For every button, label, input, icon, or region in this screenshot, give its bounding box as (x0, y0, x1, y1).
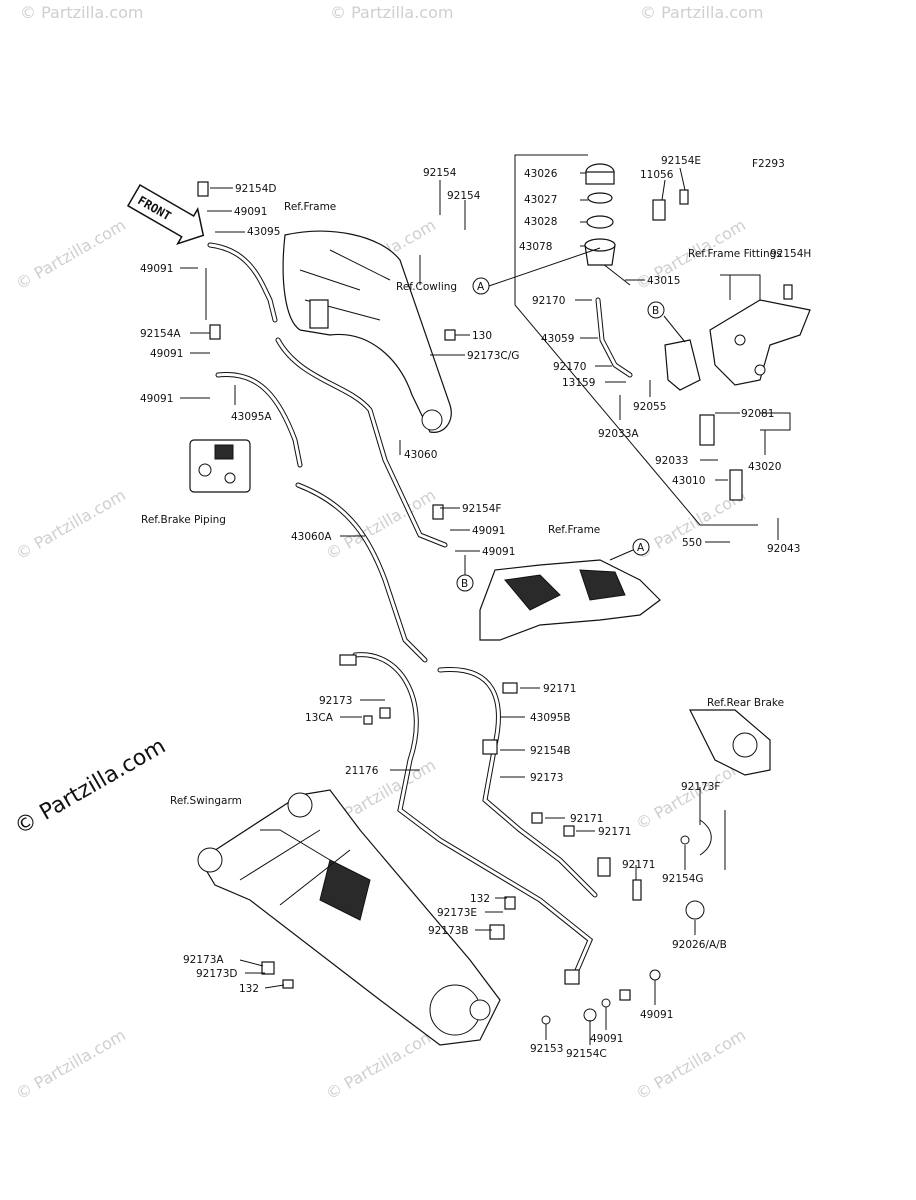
watermark: © Partzilla.com (640, 3, 763, 22)
swingarm (197, 789, 501, 1046)
part-label: 43078 (519, 241, 552, 253)
middle-frame (479, 559, 661, 641)
part-label: 49091 (590, 1033, 623, 1045)
part-label: 92173 (530, 772, 563, 784)
master-cylinder (664, 339, 743, 501)
part-label: 92173C/G (467, 350, 519, 362)
ref-label: Ref.Frame Fittings (688, 248, 782, 260)
part-label: 11056 (640, 169, 674, 181)
callout-label: B (652, 305, 659, 317)
part-label: 92043 (767, 543, 800, 555)
part-label: 43010 (672, 475, 705, 487)
part-label: 132 (470, 893, 490, 905)
part-label: 49091 (640, 1009, 673, 1021)
part-label: 92081 (741, 408, 774, 420)
part-label: 92154 (423, 167, 457, 179)
watermark: © Partzilla.com (13, 485, 129, 563)
part-label: 92154B (530, 745, 571, 757)
part-label: 92173F (681, 781, 720, 793)
part-label: 92026/A/B (672, 939, 727, 951)
part-label: 49091 (140, 393, 173, 405)
watermark: © Partzilla.com (633, 1025, 749, 1103)
abs-unit (189, 439, 251, 493)
part-label: 43095 (247, 226, 280, 238)
part-label: 92171 (543, 683, 576, 695)
upper-frame (282, 230, 452, 433)
part-label: 49091 (472, 525, 505, 537)
part-label: 49091 (150, 348, 183, 360)
part-label: 92154C (566, 1048, 607, 1060)
part-label: 43026 (524, 168, 558, 180)
part-label: 92033A (598, 428, 639, 440)
part-label: 21176 (345, 765, 379, 777)
part-label: 43027 (524, 194, 557, 206)
ref-label: Ref.Rear Brake (707, 697, 784, 709)
part-label: 43060 (404, 449, 437, 461)
watermark: © Partzilla.com (323, 1025, 439, 1103)
part-label: 92171 (570, 813, 603, 825)
part-label: 49091 (482, 546, 515, 558)
part-label: 550 (682, 537, 702, 549)
watermark: © Partzilla.com (323, 485, 439, 563)
watermark: © Partzilla.com (13, 1025, 129, 1103)
part-label: 92033 (655, 455, 688, 467)
watermark: © Partzilla.com (330, 3, 453, 22)
callout-label: A (637, 542, 645, 554)
part-label: 92171 (598, 826, 631, 838)
ref-label: Ref.Frame (284, 201, 336, 213)
part-label: 92154F (462, 503, 501, 515)
part-label: 49091 (234, 206, 267, 218)
callout-label: B (461, 578, 468, 590)
part-label: 92154G (662, 873, 704, 885)
figure-code: F2293 (752, 158, 785, 170)
part-label: 92154D (235, 183, 277, 195)
callout-label: A (477, 281, 485, 293)
part-label: 49091 (140, 263, 173, 275)
part-label: 92055 (633, 401, 666, 413)
watermark-large: © Partzilla.com (11, 734, 171, 841)
part-label: 132 (239, 983, 259, 995)
watermark: © Partzilla.com (13, 215, 129, 293)
part-label: 43020 (748, 461, 781, 473)
callouts: A B A B (456, 247, 686, 592)
kit-bracket (514, 154, 758, 526)
part-label: 92173D (196, 968, 238, 980)
part-label: 92154 (447, 190, 481, 202)
brake-hoses (207, 242, 633, 978)
part-label: 43028 (524, 216, 557, 228)
part-label: 43095A (231, 411, 272, 423)
rear-brake-caliper (689, 709, 771, 776)
leader-lines (180, 167, 791, 1045)
ref-label: Ref.Frame (548, 524, 600, 536)
part-label: 92170 (553, 361, 586, 373)
part-label: 92154A (140, 328, 181, 340)
part-label: 92153 (530, 1043, 563, 1055)
part-label: 92173B (428, 925, 469, 937)
part-label: 92154H (770, 248, 811, 260)
frame-fittings (709, 299, 811, 386)
part-label: 92173A (183, 954, 224, 966)
reference-labels: Ref.Frame Ref.Cowling Ref.Brake Piping R… (141, 201, 784, 807)
part-label: 130 (472, 330, 492, 342)
part-labels: 92154D 49091 43095 49091 92154A 49091 49… (140, 155, 811, 1060)
ref-label: Ref.Brake Piping (141, 514, 226, 526)
part-label: 43015 (647, 275, 680, 287)
part-label: 13159 (562, 377, 595, 389)
watermark: © Partzilla.com (20, 3, 143, 22)
part-label: 43059 (541, 333, 574, 345)
part-label: 13CA (305, 712, 334, 724)
reservoir-stack (584, 163, 616, 266)
part-label: 43060A (291, 531, 332, 543)
ref-label: Ref.Cowling (396, 281, 457, 293)
part-label: 92154E (661, 155, 701, 167)
part-label: 92173E (437, 907, 477, 919)
part-label: 92173 (319, 695, 352, 707)
part-label: 92171 (622, 859, 655, 871)
ref-label: Ref.Swingarm (170, 795, 242, 807)
part-label: 43095B (530, 712, 571, 724)
part-label: 92170 (532, 295, 565, 307)
